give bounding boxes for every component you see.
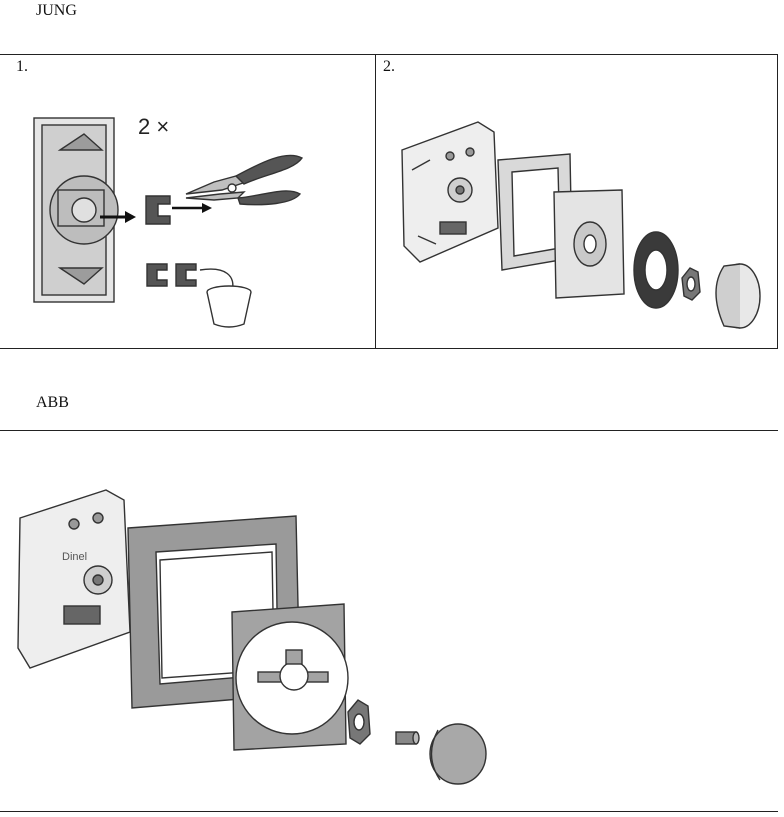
cover-plate-icon [553, 189, 625, 299]
dimmer-insert-icon: Dinel [17, 489, 131, 669]
cover-plate-icon [231, 603, 349, 751]
table-right-border [777, 54, 778, 348]
table-bottom-border [0, 348, 778, 349]
spacer-ring-icon [633, 231, 679, 309]
clamp-count-label: 2 × [138, 114, 170, 139]
cup-icon [206, 285, 252, 328]
clamp-icon [145, 195, 171, 225]
table-top-border [0, 54, 778, 55]
knob-icon [429, 723, 487, 785]
adapter-pin-icon [395, 731, 420, 745]
removed-clamps-icon [146, 263, 197, 287]
table-column-divider [375, 54, 376, 348]
dimmer-brand-mark: Dinel [62, 551, 87, 563]
step-number-1: 1. [16, 58, 28, 75]
outer-frame-icon [497, 153, 573, 271]
hex-nut-icon [347, 699, 371, 745]
step-number-2: 2. [383, 58, 395, 75]
pliers-icon [185, 154, 304, 206]
dimmer-frame-icon [33, 117, 119, 303]
knob-icon [715, 263, 761, 329]
abb-section-bottom-border [0, 811, 778, 812]
dimmer-insert-icon [401, 121, 499, 263]
brand-heading-abb: ABB [36, 394, 69, 411]
hex-nut-icon [681, 267, 701, 301]
brand-heading-jung: JUNG [36, 2, 77, 19]
abb-section-top-border [0, 430, 778, 431]
